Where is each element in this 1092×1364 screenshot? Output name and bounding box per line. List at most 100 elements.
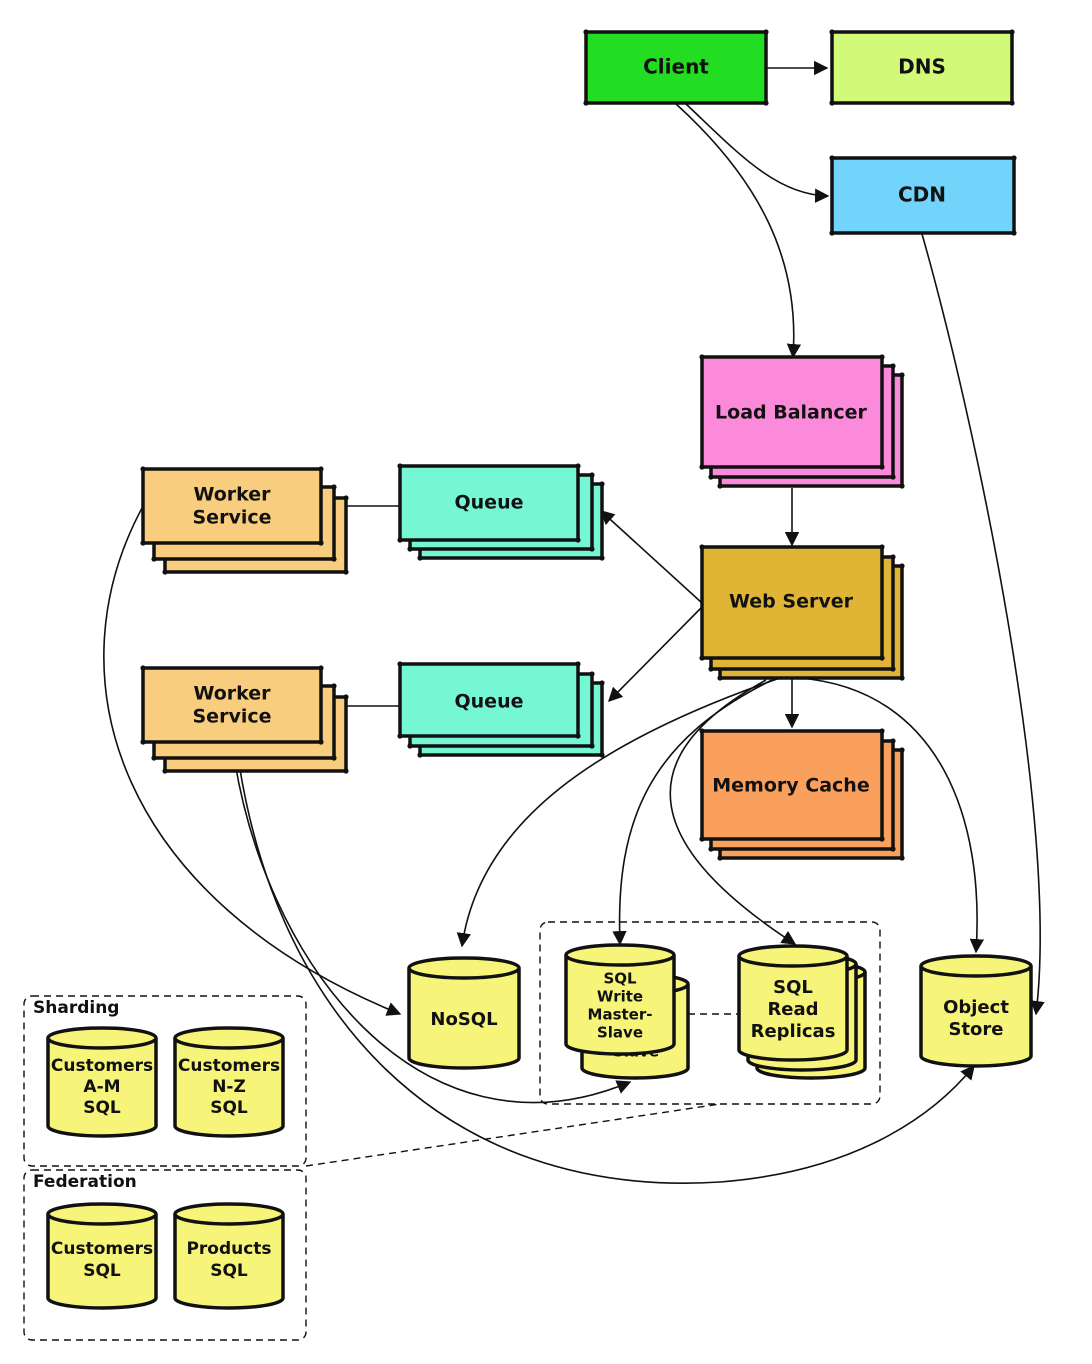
box-corner-dot: [589, 472, 595, 478]
edge-worker-bottom-objectstore: [235, 741, 975, 1184]
box-corner-dot: [140, 540, 146, 546]
box-corner-dot: [829, 155, 835, 161]
edge-client-cdn: [684, 102, 830, 203]
box-corner-dot: [1011, 155, 1017, 161]
box-corner-dot: [151, 755, 157, 761]
federation-group: Federation Customers SQL Products SQL: [23, 1169, 307, 1341]
load-balancer-node: Load Balancer: [699, 354, 905, 489]
box-corner-dot: [829, 29, 835, 35]
worker-top-label-2: Service: [193, 507, 272, 529]
sharding-title: Sharding: [33, 998, 119, 1018]
memory-cache-label: Memory Cache: [712, 775, 869, 797]
box-corner-dot: [699, 544, 705, 550]
box-corner-dot: [829, 230, 835, 236]
box-corner-dot: [343, 569, 349, 575]
edge-webserver-sqlread: [669, 679, 797, 945]
box-corner-dot: [899, 675, 905, 681]
box-corner-dot: [890, 738, 896, 744]
box-corner-dot: [397, 463, 403, 469]
worker-top-label-1: Worker: [193, 484, 271, 506]
box-corner-dot: [343, 495, 349, 501]
box-corner-dot: [1009, 29, 1015, 35]
box-corner-dot: [708, 846, 714, 852]
shard-db-customers-n-z: Customers N-Z SQL: [173, 1026, 285, 1138]
box-corner-dot: [890, 666, 896, 672]
box-corner-dot: [708, 474, 714, 480]
box-corner-dot: [699, 836, 705, 842]
box-corner-dot: [575, 733, 581, 739]
fed-products-line-2: SQL: [210, 1261, 248, 1281]
edge-webserver-queue-bottom: [607, 606, 703, 703]
edge-webserver-sqlwrite: [612, 679, 773, 946]
box-corner-dot: [890, 846, 896, 852]
memory-cache-node: Memory Cache: [699, 728, 905, 861]
shard-n-z-line-1: Customers: [178, 1056, 280, 1076]
box-corner-dot: [140, 466, 146, 472]
web-server-label: Web Server: [729, 591, 854, 613]
box-corner-dot: [331, 683, 337, 689]
box-corner-dot: [599, 481, 605, 487]
box-corner-dot: [331, 755, 337, 761]
shard-a-m-line-1: Customers: [51, 1056, 153, 1076]
box-corner-dot: [879, 464, 885, 470]
edge-sharding-federation-dashed: [305, 1103, 721, 1167]
object-store-label-2: Store: [948, 1019, 1003, 1040]
fed-products-line-1: Products: [186, 1239, 271, 1259]
sql-read-label-3: Replicas: [751, 1021, 836, 1042]
box-corner-dot: [899, 372, 905, 378]
shard-a-m-line-3: SQL: [83, 1098, 121, 1118]
federation-title: Federation: [33, 1172, 137, 1192]
box-corner-dot: [162, 569, 168, 575]
box-corner-dot: [343, 768, 349, 774]
box-corner-dot: [1009, 100, 1015, 106]
box-corner-dot: [331, 556, 337, 562]
sql-write-label-1: SQL: [603, 970, 637, 988]
shard-db-customers-a-m: Customers A-M SQL: [46, 1026, 158, 1138]
box-corner-dot: [763, 100, 769, 106]
shard-n-z-line-3: SQL: [210, 1098, 248, 1118]
box-corner-dot: [879, 354, 885, 360]
queue-bottom-label: Queue: [455, 691, 524, 713]
sql-write-db: Slave SQL Write Master- Slave: [564, 943, 690, 1080]
edge-cdn-objectstore: [921, 233, 1045, 1016]
edge-webserver-objectstore: [799, 677, 985, 954]
sql-write-label-4: Slave: [597, 1024, 643, 1042]
box-corner-dot: [890, 363, 896, 369]
box-corner-dot: [890, 554, 896, 560]
box-corner-dot: [417, 555, 423, 561]
client-label: Client: [643, 55, 709, 79]
sql-read-label-2: Read: [767, 999, 818, 1020]
box-corner-dot: [318, 739, 324, 745]
box-corner-dot: [708, 666, 714, 672]
box-corner-dot: [599, 555, 605, 561]
dns-label: DNS: [898, 55, 946, 79]
worker-bottom-label-1: Worker: [193, 683, 271, 705]
box-corner-dot: [899, 563, 905, 569]
box-corner-dot: [899, 855, 905, 861]
box-corner-dot: [583, 100, 589, 106]
box-corner-dot: [589, 743, 595, 749]
fed-customers-line-1: Customers: [51, 1239, 153, 1259]
sql-write-label-2: Write: [597, 988, 643, 1006]
edges: [103, 60, 1045, 1184]
box-corner-dot: [763, 29, 769, 35]
box-corner-dot: [890, 474, 896, 480]
object-store-db: Object Store: [919, 954, 1033, 1068]
box-corner-dot: [397, 733, 403, 739]
box-corner-dot: [318, 540, 324, 546]
edge-client-loadbalancer: [674, 102, 802, 359]
box-corner-dot: [899, 483, 905, 489]
client-node: Client: [583, 29, 769, 106]
shard-n-z-line-2: N-Z: [212, 1077, 246, 1097]
sharding-group: Sharding Customers A-M SQL Customers N-Z…: [23, 995, 307, 1167]
sql-read-label-1: SQL: [773, 977, 813, 998]
worker-top-node: Worker Service: [140, 466, 349, 575]
cdn-label: CDN: [898, 183, 946, 207]
box-corner-dot: [699, 464, 705, 470]
box-corner-dot: [407, 546, 413, 552]
box-corner-dot: [589, 671, 595, 677]
box-corner-dot: [699, 728, 705, 734]
box-corner-dot: [575, 537, 581, 543]
sql-cluster-group: [539, 921, 881, 1105]
